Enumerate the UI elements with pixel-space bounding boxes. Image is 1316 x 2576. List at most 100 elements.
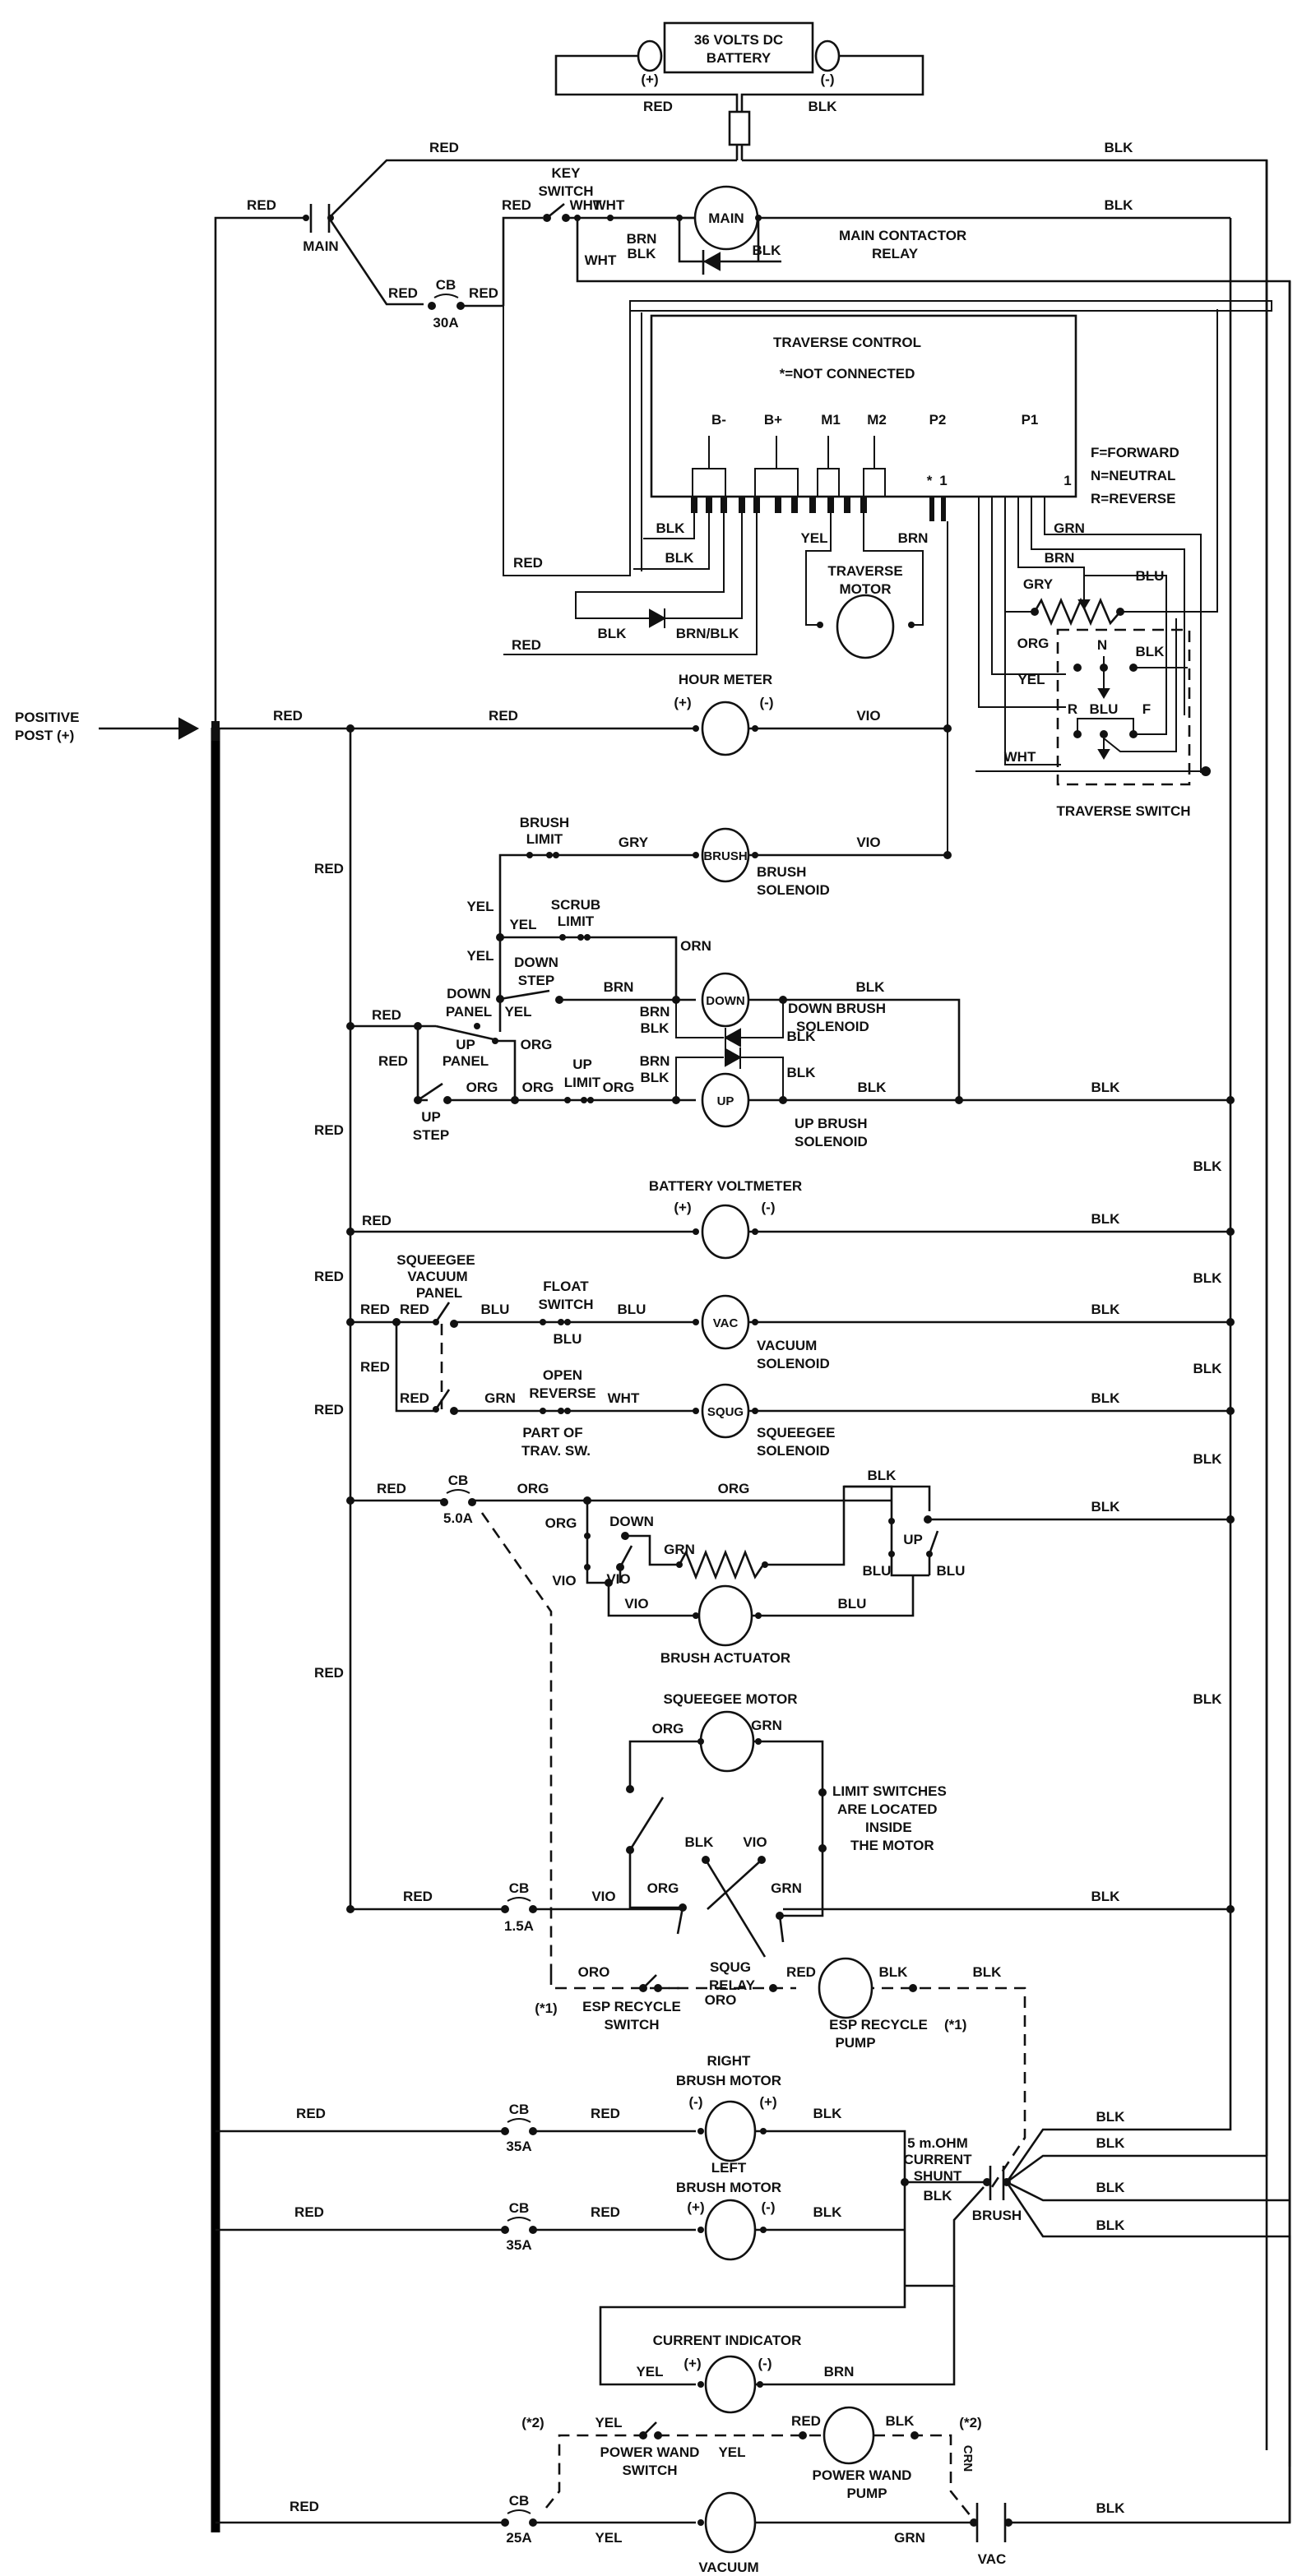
brush-actuator: BRUSH ACTUATOR	[660, 1584, 790, 1666]
terminal-label: P2	[929, 412, 947, 428]
squeegee-solenoid: SQUG SQUEEGEE SOLENOID	[693, 1383, 835, 1459]
footnote-mark: (*1)	[535, 2000, 557, 2016]
wire-label: BLU	[618, 1302, 646, 1317]
open-reverse-label: REVERSE	[529, 1385, 595, 1401]
squeegee-motor-note: ARE LOCATED	[837, 1801, 938, 1817]
cb-rating: 30A	[433, 315, 458, 331]
wire-label: ORN	[680, 938, 711, 954]
esp-recycle-switch[interactable]: ORO (*1) ESP RECYCLE SWITCH	[535, 1964, 681, 2033]
main-contactor-relay-label: MAIN CONTACTOR	[839, 228, 966, 243]
main-coil-label: MAIN	[708, 210, 744, 226]
actuator-down-label: DOWN	[609, 1514, 654, 1529]
up-step-switch[interactable]: UP STEP	[413, 1082, 452, 1143]
left-brush-motor-symbol	[704, 2199, 757, 2261]
wire-label: ORG	[522, 1080, 554, 1095]
wire-label: BLK	[656, 520, 686, 536]
main-contactor-coil: MAIN	[693, 185, 759, 251]
wire-label: ORG	[545, 1515, 577, 1531]
wire-label: BLK	[856, 979, 886, 995]
brush-actuator-symbol	[697, 1584, 753, 1647]
shunt-label: CURRENT	[903, 2152, 972, 2167]
wire-label: BLK	[868, 1468, 897, 1483]
key-switch[interactable]: KEY SWITCH	[538, 165, 594, 222]
up-solenoid-coil-label: UP	[717, 1094, 734, 1108]
up-limit-switch[interactable]: UP LIMIT	[564, 1057, 601, 1103]
down-up-panel-switch[interactable]: DOWN PANEL UP PANEL	[435, 986, 498, 1069]
shunt-label: 5 m.OHM	[907, 2135, 968, 2151]
circuit-breaker-25a: CB 25A	[501, 2493, 537, 2546]
wire-label: RED	[314, 1122, 344, 1138]
positive-post-label: POSITIVE	[15, 710, 79, 725]
squeegee-vacuum-panel-switch[interactable]: SQUEEGEE VACUUM PANEL	[396, 1252, 475, 1415]
traverse-switch[interactable]: N BLK ORG YEL R BLU F WHT TRAVERSE SWITC…	[975, 618, 1211, 819]
power-wand-switch[interactable]: POWER WAND SWITCH	[600, 2421, 700, 2478]
traverse-switch-label: TRAVERSE SWITCH	[1056, 803, 1190, 819]
right-brush-motor-neg: (-)	[689, 2094, 703, 2110]
wire-label: BLK	[685, 1834, 715, 1850]
wire-label: BLK	[886, 2413, 915, 2429]
brush-actuator-label: BRUSH ACTUATOR	[660, 1650, 790, 1666]
squg-relay-label: SQUG	[710, 1959, 751, 1975]
actuator-up-switch[interactable]: UP BLU BLU	[863, 1501, 966, 1579]
squeegee-vacuum-panel-label: PANEL	[416, 1285, 462, 1301]
float-switch[interactable]: FLOAT SWITCH	[538, 1279, 594, 1325]
traverse-control: RED TRAVERSE CONTROL *=NOT CONNECTED B- …	[503, 300, 1272, 576]
cb-label: CB	[436, 277, 456, 293]
wire-label: VIO	[856, 708, 880, 724]
wire-label: BLK	[1096, 2109, 1126, 2125]
scrub-limit-switch[interactable]: SCRUB LIMIT	[551, 897, 600, 941]
wire-label: RED	[314, 1665, 344, 1681]
left-brush-motor-label: BRUSH MOTOR	[676, 2180, 781, 2195]
traverse-control-title: TRAVERSE CONTROL	[773, 335, 921, 350]
wire-label: BLK	[1105, 197, 1134, 213]
wire-label: ORG	[521, 1037, 553, 1052]
actuator-up-label: UP	[903, 1532, 923, 1547]
battery-voltmeter-symbol	[701, 1204, 750, 1260]
right-brush-motor: RIGHT BRUSH MOTOR (-) (+)	[676, 2053, 781, 2162]
wire-label: WHT	[608, 1390, 640, 1406]
hour-meter-pos: (+)	[674, 695, 691, 710]
battery-neg-sign: (-)	[821, 72, 835, 87]
down-step-switch[interactable]: DOWN STEP	[496, 955, 563, 1004]
circuit-breaker-35a-right: CB 35A	[501, 2102, 537, 2154]
wire-label: YEL	[466, 948, 494, 964]
battery-voltmeter-neg: (-)	[762, 1200, 776, 1215]
vacuum-solenoid-label: SOLENOID	[757, 1356, 830, 1371]
traverse-motor: YEL BRN TRAVERSE MOTOR	[800, 513, 928, 659]
wire-label: RED	[400, 1390, 429, 1406]
brush-limit-switch[interactable]: BRUSH LIMIT	[520, 815, 569, 858]
diode-icon	[723, 1028, 741, 1048]
traverse-control-note: *=NOT CONNECTED	[780, 366, 915, 382]
wire-label: ORG	[466, 1080, 498, 1095]
squeegee-motor-label: SQUEEGEE MOTOR	[663, 1691, 797, 1707]
wire-label: BLK	[1193, 1361, 1223, 1376]
vacuum-motor-label: VACUUM	[698, 2560, 758, 2575]
actuator-down-switch[interactable]: DOWN	[609, 1514, 654, 1571]
squeegee-vacuum-panel-label: VACUUM	[407, 1269, 467, 1284]
battery-neg-wire-label: BLK	[809, 99, 838, 114]
wire-label: BRN	[640, 1053, 670, 1069]
battery-voltmeter: BATTERY VOLTMETER (+) (-)	[649, 1178, 802, 1260]
traverse-motor-label: MOTOR	[840, 581, 892, 597]
wire-label: RED	[429, 140, 459, 155]
wire-label: RED	[314, 861, 344, 876]
right-brush-motor-label: RIGHT	[707, 2053, 752, 2069]
wire-label: ORG	[1017, 636, 1050, 651]
power-wand-circuit: (*2) (*2) YEL POWER WAND SWITCH YEL RED …	[521, 2406, 982, 2517]
wire-label: BLK	[753, 243, 782, 258]
battery-connector	[728, 110, 751, 146]
wire-label: VIO	[624, 1596, 648, 1612]
wire-label: GRN	[1054, 520, 1085, 536]
wire-label: RED	[362, 1213, 392, 1228]
up-limit-label: UP	[572, 1057, 592, 1072]
wire-label: BLK	[1091, 1390, 1121, 1406]
legend-item: N=NEUTRAL	[1091, 468, 1175, 483]
squeegee-motor: SQUEEGEE MOTOR ORG GRN LIMIT SWITCHES AR…	[626, 1691, 947, 1917]
positive-post-label: POST (+)	[15, 728, 74, 743]
cb-label: CB	[448, 1473, 469, 1488]
brush-contactor-label: BRUSH	[972, 2208, 1022, 2223]
open-reverse-switch[interactable]: OPEN REVERSE PART OF TRAV. SW.	[521, 1367, 596, 1459]
diode-icon	[725, 1048, 743, 1067]
wire-label: BRN	[604, 979, 634, 995]
arrow-icon	[178, 717, 200, 740]
